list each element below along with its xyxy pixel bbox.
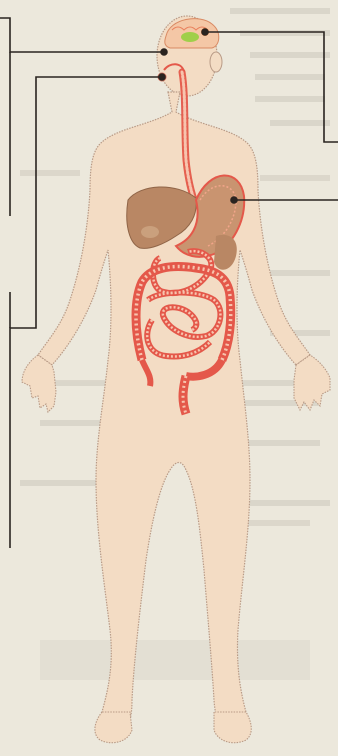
mouth-leader-dot bbox=[159, 74, 165, 80]
brain-leader-dot bbox=[202, 29, 208, 35]
ear bbox=[210, 52, 222, 72]
brain-center bbox=[181, 32, 199, 42]
upper-left-dot bbox=[161, 49, 167, 55]
gallbladder bbox=[141, 226, 159, 238]
right-foot bbox=[214, 712, 251, 743]
stomach-leader-dot bbox=[231, 197, 237, 203]
